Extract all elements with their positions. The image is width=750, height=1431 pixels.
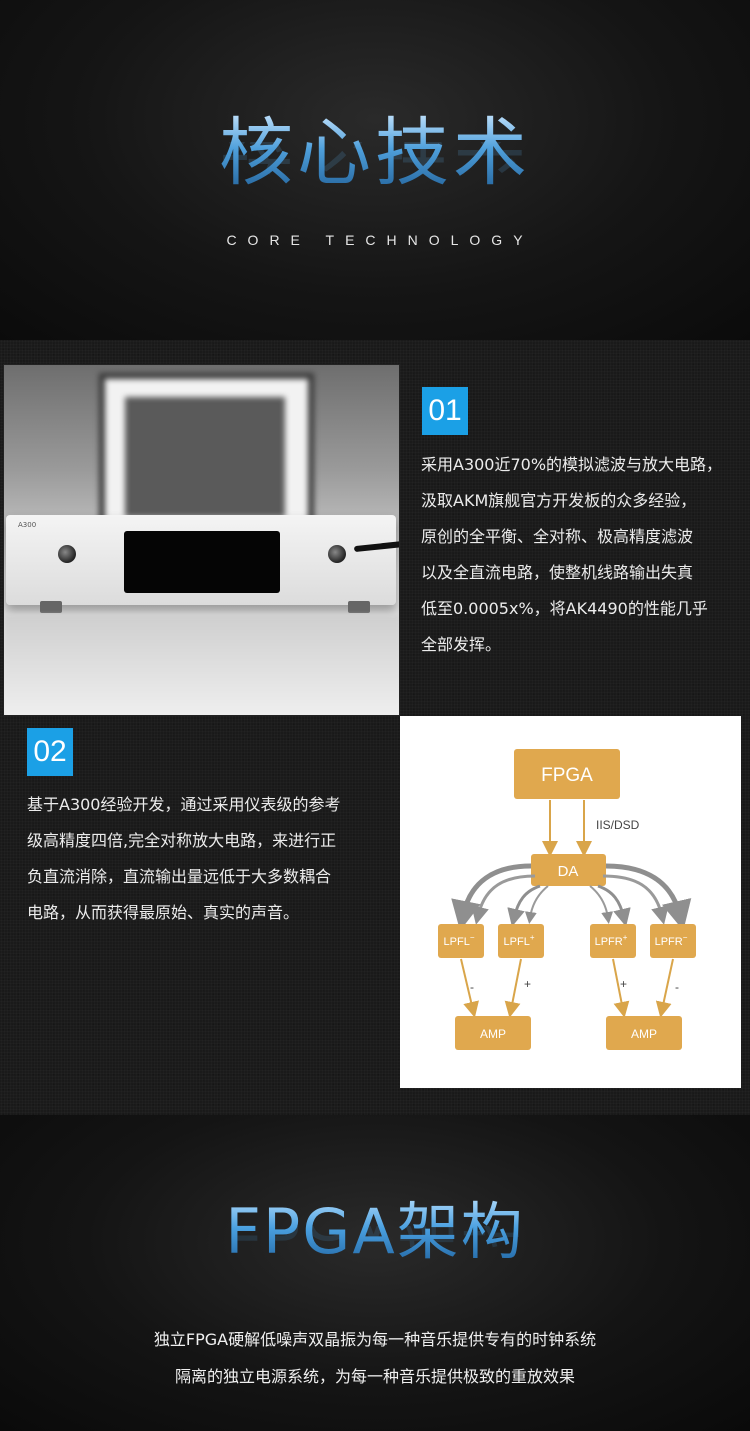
product-photo: A300 xyxy=(3,364,400,716)
bus-label: IIS/DSD xyxy=(596,818,640,832)
feature1-text: 采用A300近70%的模拟滤波与放大电路， 汲取AKM旗舰官方开发板的众多经验，… xyxy=(421,447,746,663)
gray-arrow xyxy=(589,885,614,924)
lpfr-plus-box xyxy=(590,924,636,958)
feature1-line: 以及全直流电路，使整机线路输出失真 xyxy=(421,563,694,582)
feature-number-badge: 01 xyxy=(422,387,468,435)
device-foot-right xyxy=(348,601,370,613)
power-knob xyxy=(58,545,76,563)
feature2-line: 级高精度四倍,完全对称放大电路，来进行正 xyxy=(27,831,337,850)
table-surface xyxy=(4,615,399,715)
lpfl-plus-box xyxy=(498,924,544,958)
lpfl-minus-label: LPFL− xyxy=(444,933,475,948)
feature1-line: 全部发挥。 xyxy=(421,635,502,654)
feature-number-badge: 02 xyxy=(27,728,73,776)
lpf-amp-arrow xyxy=(504,958,522,1018)
lpfl-minus-box xyxy=(438,924,484,958)
amp-left-label: AMP xyxy=(480,1027,506,1041)
lpf-amp-arrow xyxy=(460,958,479,1018)
feature1-line: 汲取AKM旗舰官方开发板的众多经验， xyxy=(421,491,697,510)
signal-flow-diagram: FPGA IIS/DSD DA LPFL− LPFL+ LPFR+ LPFR− … xyxy=(400,716,741,1088)
gray-arrow xyxy=(605,863,692,931)
da-label: DA xyxy=(558,863,579,880)
fpga-section xyxy=(0,1115,750,1431)
page-subtitle: CORE TECHNOLOGY xyxy=(226,232,534,248)
da-box xyxy=(531,854,606,886)
lpfr-plus-label: LPFR+ xyxy=(595,933,628,948)
device-screen xyxy=(124,531,280,593)
feature2-text: 基于A300经验开发，通过采用仪表级的参考 级高精度四倍,完全对称放大电路，来进… xyxy=(27,787,392,931)
gray-arrow xyxy=(524,885,549,924)
amp-left-box xyxy=(455,1016,531,1050)
lpfr-minus-box xyxy=(650,924,696,958)
polarity-plus: + xyxy=(620,977,627,991)
feature2-line: 负直流消除，直流输出量远低于大多数耦合 xyxy=(27,867,332,886)
volume-knob xyxy=(328,545,346,563)
page-title: 核心技术 xyxy=(0,108,750,198)
lpf-amp-arrow xyxy=(655,958,674,1018)
gray-arrow xyxy=(451,863,532,931)
feature1-line: 采用A300近70%的模拟滤波与放大电路， xyxy=(421,455,723,474)
fpga-box xyxy=(514,749,620,799)
gray-arrow xyxy=(471,874,536,925)
diagram-svg: FPGA IIS/DSD DA LPFL− LPFL+ LPFR+ LPFR− … xyxy=(438,749,696,1050)
lpfl-plus-label: LPFL+ xyxy=(504,933,535,948)
device-foot-left xyxy=(40,601,62,613)
device-body: A300 xyxy=(6,515,396,605)
polarity-minus: - xyxy=(675,980,679,994)
feature1-line: 低至0.0005x%，将AK4490的性能几乎 xyxy=(421,599,708,618)
gray-arrow xyxy=(597,884,631,927)
polarity-minus: - xyxy=(470,980,474,994)
section-title: FPGA架构 xyxy=(0,1192,750,1272)
section-desc-line-1: 独立FPGA硬解低噪声双晶振为每一种音乐提供专有的时钟系统 xyxy=(153,1330,597,1349)
lpf-amp-arrow xyxy=(612,958,630,1018)
feature1-line: 原创的全平衡、全对称、极高精度滤波 xyxy=(421,527,694,546)
feature2-line: 基于A300经验开发，通过采用仪表级的参考 xyxy=(27,795,341,814)
amp-right-box xyxy=(606,1016,682,1050)
polarity-plus: + xyxy=(524,977,531,991)
device-label: A300 xyxy=(18,521,37,529)
lpfr-minus-label: LPFR− xyxy=(655,933,688,948)
amp-right-label: AMP xyxy=(631,1027,657,1041)
fpga-label: FPGA xyxy=(541,765,593,786)
feature2-line: 电路，从而获得最原始、真实的声音。 xyxy=(27,903,300,922)
gray-arrow xyxy=(602,874,669,925)
header-section xyxy=(0,0,750,340)
section-desc-line-2: 隔离的独立电源系统，为每一种音乐提供极致的重放效果 xyxy=(174,1367,575,1386)
gray-arrow xyxy=(507,884,541,927)
